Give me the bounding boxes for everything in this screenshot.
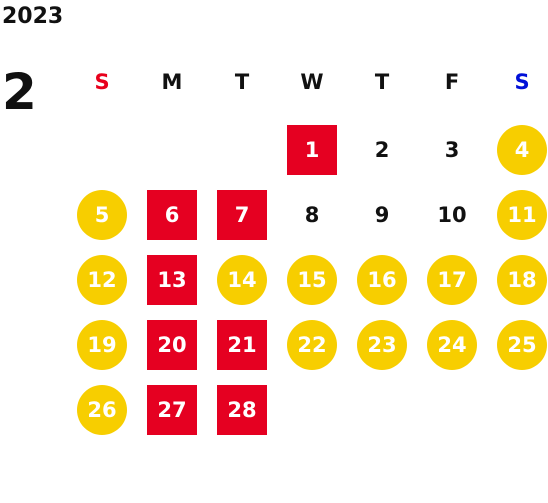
weekday-friday: F [444,70,460,94]
empty-day-cell [137,125,207,190]
day-8[interactable]: 8 [304,202,320,227]
day-cell: 24 [417,320,487,385]
day-17[interactable]: 17 [427,255,477,305]
day-cell: 23 [347,320,417,385]
day-cell: 1 [277,125,347,190]
day-cell: 27 [137,385,207,450]
weekday-tuesday: T [234,70,250,94]
day-10[interactable]: 10 [437,202,467,227]
day-cell: 25 [487,320,548,385]
day-26[interactable]: 26 [77,385,127,435]
day-14[interactable]: 14 [217,255,267,305]
day-cell: 16 [347,255,417,320]
day-3[interactable]: 3 [444,137,460,162]
day-18[interactable]: 18 [497,255,547,305]
day-1[interactable]: 1 [287,125,337,175]
day-cell: 13 [137,255,207,320]
day-cell: 7 [207,190,277,255]
day-cell: 22 [277,320,347,385]
day-cell: 11 [487,190,548,255]
day-11[interactable]: 11 [497,190,547,240]
weekday-wednesday: W [300,70,324,94]
day-4[interactable]: 4 [497,125,547,175]
day-28[interactable]: 28 [217,385,267,435]
weekday-sunday: S [94,70,110,94]
day-25[interactable]: 25 [497,320,547,370]
day-7[interactable]: 7 [217,190,267,240]
day-cell: 8 [277,190,347,255]
day-13[interactable]: 13 [147,255,197,305]
day-22[interactable]: 22 [287,320,337,370]
day-6[interactable]: 6 [147,190,197,240]
day-23[interactable]: 23 [357,320,407,370]
day-5[interactable]: 5 [77,190,127,240]
calendar-month: 2 [2,63,37,121]
day-cell: 12 [67,255,137,320]
empty-day-cell [67,125,137,190]
weekday-saturday: S [514,70,530,94]
day-cell: 6 [137,190,207,255]
weekday-thursday: T [374,70,390,94]
day-2[interactable]: 2 [374,137,390,162]
day-cell: 20 [137,320,207,385]
day-24[interactable]: 24 [427,320,477,370]
day-16[interactable]: 16 [357,255,407,305]
empty-day-cell [207,125,277,190]
day-15[interactable]: 15 [287,255,337,305]
day-cell: 14 [207,255,277,320]
day-12[interactable]: 12 [77,255,127,305]
day-cell: 2 [347,125,417,190]
day-cell: 28 [207,385,277,450]
day-cell: 10 [417,190,487,255]
weekday-monday: M [161,70,183,94]
day-cell: 21 [207,320,277,385]
day-cell: 4 [487,125,548,190]
day-9[interactable]: 9 [374,202,390,227]
day-cell: 26 [67,385,137,450]
weekday-header: S M T W T F S [67,66,548,98]
day-19[interactable]: 19 [77,320,127,370]
calendar-year: 2023 [2,4,64,29]
day-cell: 15 [277,255,347,320]
day-27[interactable]: 27 [147,385,197,435]
day-cell: 18 [487,255,548,320]
day-cell: 3 [417,125,487,190]
day-cell: 19 [67,320,137,385]
day-21[interactable]: 21 [217,320,267,370]
day-cell: 17 [417,255,487,320]
day-cell: 5 [67,190,137,255]
day-cell: 9 [347,190,417,255]
day-20[interactable]: 20 [147,320,197,370]
